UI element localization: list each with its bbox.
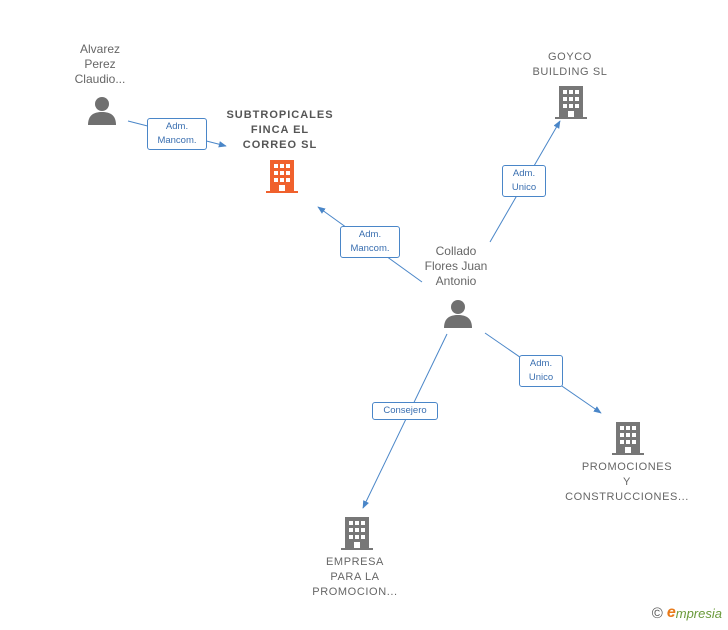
node-label-promociones[interactable]: PROMOCIONES Y CONSTRUCCIONES...	[565, 461, 689, 503]
edge-collado-empresa	[362, 333, 448, 509]
empresia-logo-initial: e	[666, 604, 676, 621]
edge-label-collado-goyco: Adm. Unico	[502, 165, 546, 197]
building-icon[interactable]	[341, 515, 373, 551]
empresia-logo-text: mpresia	[675, 605, 722, 621]
person-icon[interactable]	[86, 96, 118, 126]
building-icon[interactable]	[555, 84, 587, 120]
edge-label-collado-subtropicales: Adm. Mancom.	[340, 226, 400, 258]
edge-label-collado-promociones: Adm. Unico	[519, 355, 563, 387]
node-label-alvarez[interactable]: Alvarez Perez Claudio...	[74, 42, 126, 86]
building-icon[interactable]	[266, 158, 298, 194]
node-label-empresa[interactable]: EMPRESA PARA LA PROMOCION...	[312, 556, 398, 598]
node-label-collado[interactable]: Collado Flores Juan Antonio	[424, 244, 488, 288]
node-label-goyco[interactable]: GOYCO BUILDING SL	[532, 51, 608, 78]
edge-label-collado-empresa: Consejero	[372, 402, 438, 420]
person-icon[interactable]	[442, 299, 474, 329]
node-label-subtropicales[interactable]: SUBTROPICALES FINCA EL CORREO SL	[226, 109, 334, 151]
empresia-watermark: © e mpresia	[652, 604, 722, 622]
building-icon[interactable]	[612, 420, 644, 456]
edge-label-alvarez-subtropicales: Adm. Mancom.	[147, 118, 207, 150]
copyright-symbol: ©	[651, 604, 663, 622]
